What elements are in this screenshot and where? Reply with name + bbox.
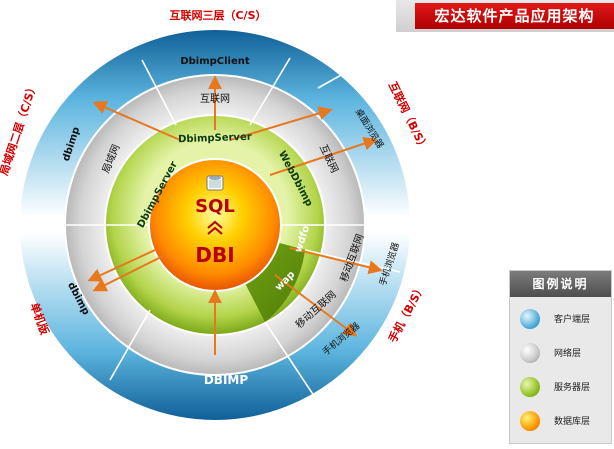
server-label-dbimp-server-top: DbimpServer <box>178 132 252 146</box>
legend-item-label: 网络层 <box>554 349 582 359</box>
legend-item-label: 客户端层 <box>554 315 591 325</box>
legend-item-database: 数据库层 <box>510 407 611 437</box>
legend-panel: 图例说明 客户端层 网络层 服务器层 数据库层 <box>509 270 612 444</box>
database-layer-swatch-icon <box>520 411 540 431</box>
client-label-dbimp-standalone: DBIMP <box>204 373 249 387</box>
legend-item-client: 客户端层 <box>510 305 611 335</box>
client-layer-swatch-icon <box>520 309 540 329</box>
network-label-internet-top: 互联网 <box>200 93 230 105</box>
legend-item-network: 网络层 <box>510 339 611 369</box>
chevron-up-icon <box>207 220 223 235</box>
mobile-sector-dashed-divider <box>304 249 353 263</box>
legend-item-label: 数据库层 <box>554 417 591 427</box>
flow-arrows <box>87 75 383 355</box>
network-layer-swatch-icon <box>520 343 540 363</box>
legend-title: 图例说明 <box>510 271 611 297</box>
core-label-sql: SQL <box>195 196 235 217</box>
client-label-dbimp-client: DbimpClient <box>180 56 250 67</box>
server-layer-swatch-icon <box>520 377 540 397</box>
legend-item-server: 服务器层 <box>510 373 611 403</box>
outer-label-internet-cs: 互联网三层（C/S） <box>169 8 266 22</box>
sql-db-icon <box>206 175 224 191</box>
legend-item-label: 服务器层 <box>554 383 591 393</box>
core-label-dbi: DBI <box>195 243 234 267</box>
sector-dividers <box>0 57 410 421</box>
page-title: 宏达软件产品应用架构 <box>415 3 614 29</box>
